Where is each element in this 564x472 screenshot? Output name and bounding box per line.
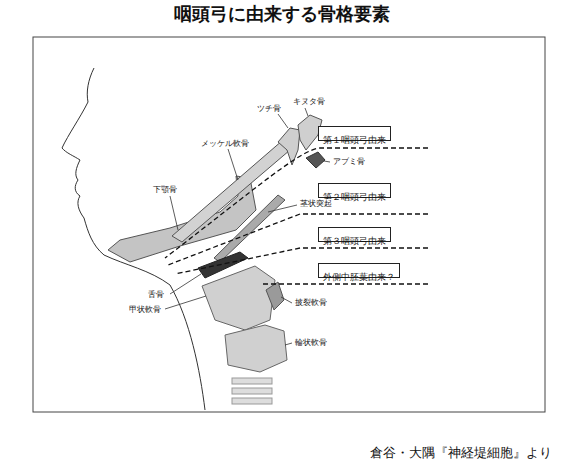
frame bbox=[33, 37, 545, 412]
part-name: ツチ骨 bbox=[256, 104, 282, 113]
part-name: 輪状軟骨 bbox=[294, 338, 328, 347]
dashed-boundary bbox=[168, 214, 428, 265]
cricoid-cartilage bbox=[225, 325, 287, 372]
part-name: 披裂軟骨 bbox=[294, 298, 328, 307]
leader-line bbox=[170, 196, 178, 230]
part-name: メッケル軟骨 bbox=[200, 139, 250, 148]
origin-label: 外側中胚葉由来？ bbox=[323, 272, 395, 283]
part-name: 舌骨 bbox=[147, 290, 165, 299]
part-name: アブミ骨 bbox=[332, 157, 366, 166]
stapes bbox=[306, 152, 325, 168]
diagram-title: 咽頭弓に由来する骨格要素 bbox=[174, 4, 390, 25]
malleus bbox=[278, 128, 300, 165]
part-name: 甲状軟骨 bbox=[128, 305, 162, 314]
origin-box: 第３咽頭弓由来 bbox=[318, 227, 391, 242]
origin-box: 第１咽頭弓由来 bbox=[318, 126, 391, 141]
part-name: 下顎骨 bbox=[152, 185, 178, 194]
arytenoid-cartilage bbox=[266, 282, 284, 310]
leader-line bbox=[228, 149, 238, 180]
leader-lines bbox=[165, 108, 330, 345]
part-name: 茎状突起 bbox=[299, 199, 333, 208]
leader-line bbox=[324, 161, 330, 162]
dashed-boundary bbox=[165, 148, 428, 258]
origin-label: 第３咽頭弓由来 bbox=[323, 236, 386, 247]
meckel-cartilage bbox=[172, 140, 290, 242]
leader-line bbox=[170, 274, 201, 294]
part-name: キヌタ骨 bbox=[292, 97, 326, 106]
origin-box: 外側中胚葉由来？ bbox=[318, 263, 400, 278]
arch-boundaries bbox=[165, 148, 428, 284]
trachea-ring bbox=[232, 398, 272, 404]
leader-line bbox=[305, 108, 308, 116]
thyroid-cartilage bbox=[202, 266, 275, 330]
leader-line bbox=[268, 205, 297, 212]
styloid-process bbox=[214, 195, 285, 262]
leader-line bbox=[278, 114, 288, 128]
dashed-boundary bbox=[262, 283, 428, 284]
leader-line bbox=[165, 296, 206, 309]
source-caption: 倉谷・大隅『神経堤細胞』より bbox=[370, 446, 552, 461]
trachea-ring bbox=[232, 388, 272, 394]
origin-label: 第１咽頭弓由来 bbox=[323, 135, 386, 146]
leader-line bbox=[281, 297, 292, 303]
leader-line bbox=[285, 343, 292, 345]
origin-box: 第２咽頭弓由来 bbox=[318, 183, 391, 198]
trachea-ring bbox=[232, 378, 272, 384]
